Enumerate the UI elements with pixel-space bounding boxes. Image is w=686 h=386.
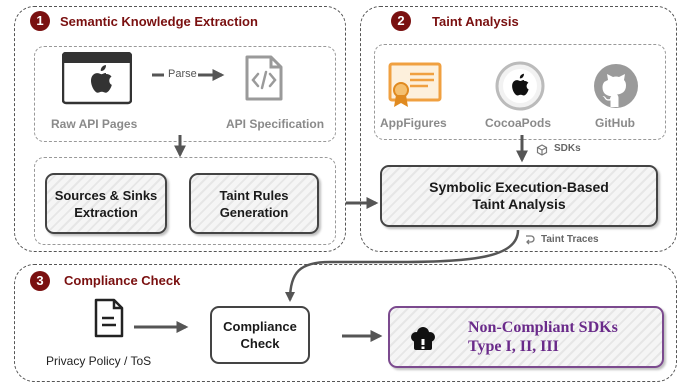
step-title-3: Compliance Check [64,273,181,288]
alert-shield-icon [408,322,438,352]
step-title-1: Semantic Knowledge Extraction [60,14,258,29]
cocoapods-apple-icon [495,61,545,111]
taint-traces-label: Taint Traces [541,234,599,245]
github-octocat-icon [592,62,640,110]
sources-subpanel [374,44,666,140]
sdk-cube-icon [536,143,548,156]
document-icon [94,298,124,338]
appfigures-certificate-icon [388,62,442,112]
non-compliant-result-box: Non-Compliant SDKs Type I, II, III [388,306,664,368]
result-types: Type I, II, III [468,338,559,355]
appfigures-label: AppFigures [380,116,447,130]
sdks-label: SDKs [554,143,581,154]
github-label: GitHub [595,116,635,130]
step-badge-2: 2 [391,11,411,31]
panel-semantic-extraction [14,6,346,252]
compliance-check-box: Compliance Check [210,306,310,364]
parse-label: Parse [166,68,199,80]
result-title: Non-Compliant SDKs [468,319,618,336]
taint-rules-box: Taint Rules Generation [189,173,319,234]
step-badge-1: 1 [30,11,50,31]
code-document-icon [244,54,284,102]
step-badge-3: 3 [30,271,50,291]
raw-api-pages-label: Raw API Pages [51,117,138,131]
raw-api-subpanel [34,46,336,142]
privacy-policy-label: Privacy Policy / ToS [46,354,152,368]
taint-trace-icon [524,233,536,245]
symbolic-execution-box: Symbolic Execution-Based Taint Analysis [380,165,658,227]
sources-sinks-box: Sources & Sinks Extraction [45,173,167,234]
extraction-subpanel [34,157,336,245]
cocoapods-label: CocoaPods [485,116,552,130]
step-title-2: Taint Analysis [432,14,519,29]
browser-apple-icon [61,51,133,110]
api-spec-label: API Specification [226,117,325,131]
